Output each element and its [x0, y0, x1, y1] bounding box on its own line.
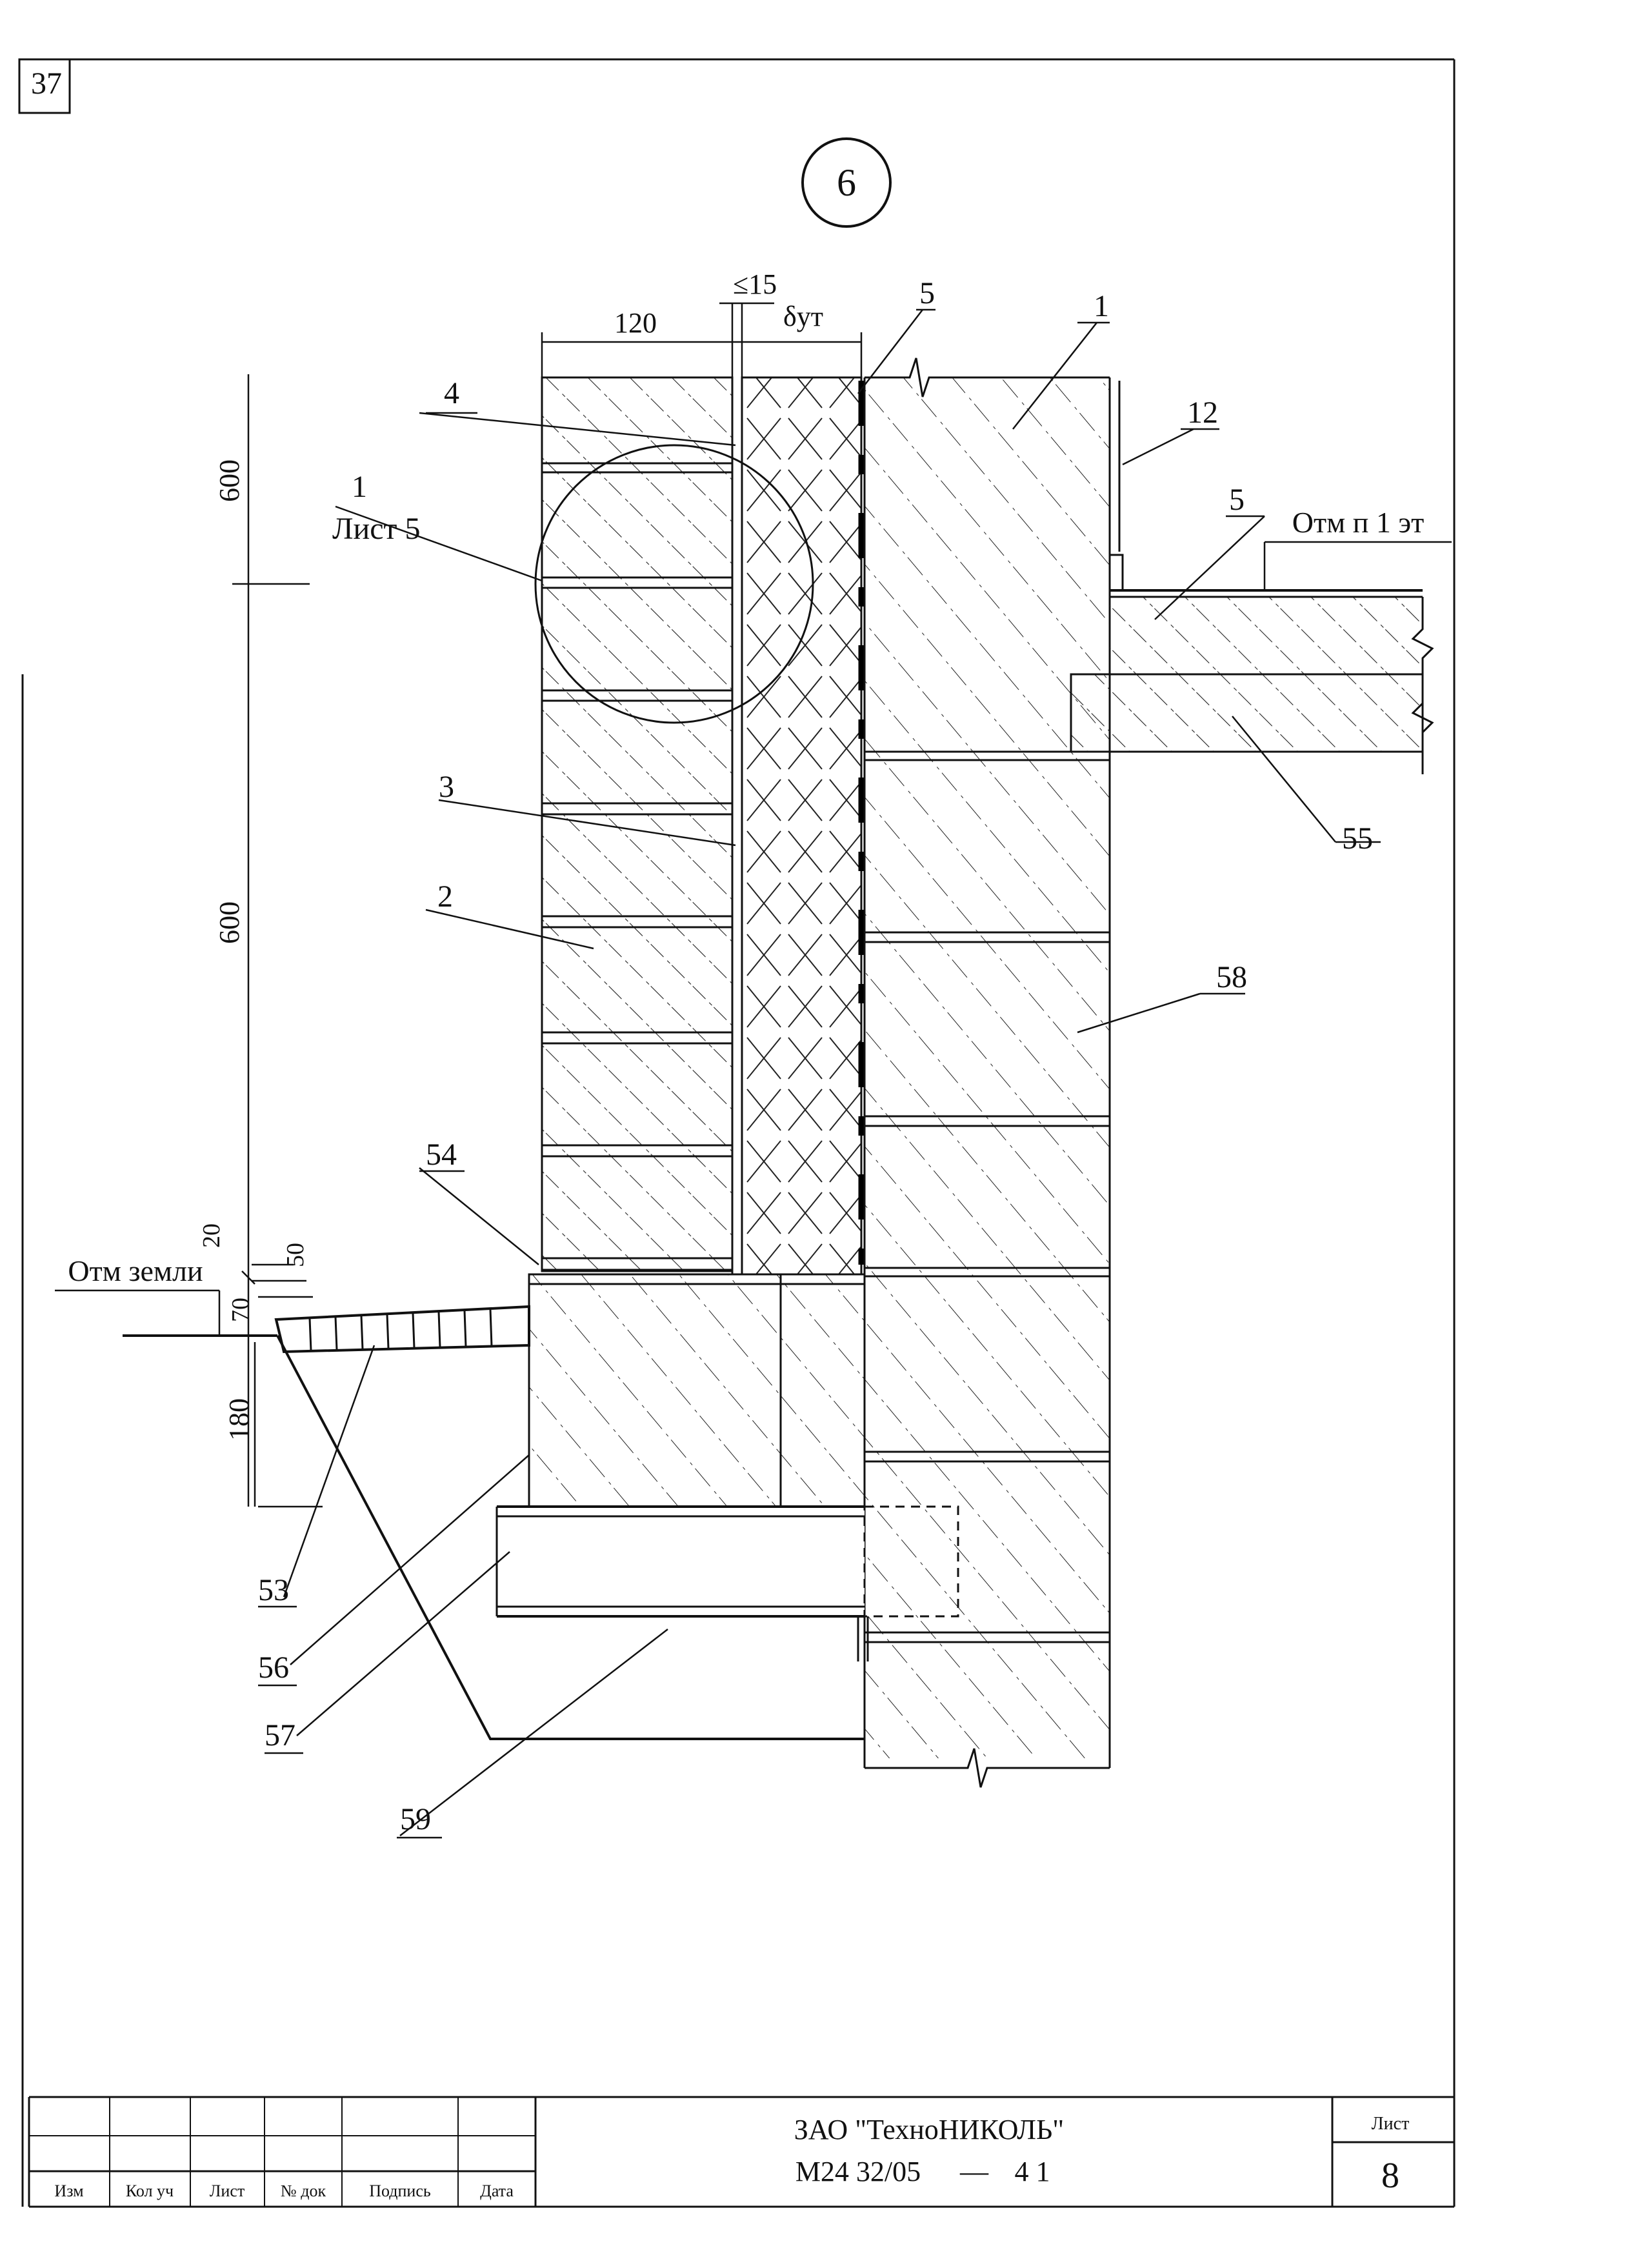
callout-2: 2: [437, 879, 453, 914]
tb-doc-code: М24 32/05: [795, 2156, 921, 2187]
page-number: 37: [31, 66, 62, 101]
callout-5-top: 5: [919, 276, 935, 310]
dim-50: 50: [282, 1243, 309, 1267]
callout-54: 54: [426, 1138, 457, 1172]
foundation-block: [528, 1273, 866, 1508]
dim-180: 180: [223, 1398, 255, 1441]
level-ground-label: Отм земли: [68, 1254, 203, 1287]
dim-120: 120: [614, 307, 657, 339]
inner-masonry-wall: [863, 357, 1111, 1788]
dim-70: 70: [227, 1298, 254, 1322]
facing-brick-wall: [541, 376, 734, 1272]
dim-600-top: 600: [214, 459, 245, 502]
dim-15: ≤15: [733, 268, 777, 300]
callout-1: 1: [352, 470, 367, 504]
callout-1-wall: 1: [1094, 289, 1109, 323]
callout-3: 3: [439, 770, 454, 804]
dim-600-mid: 600: [214, 901, 245, 944]
blind-area-paving: [274, 1305, 530, 1354]
floor-slab: [1108, 381, 1434, 676]
tb-sheet-label: Лист: [1372, 2114, 1410, 2134]
dim-insulation: δут: [783, 301, 823, 332]
detail-marker-label: 6: [837, 161, 856, 204]
detail-marker-circle: [801, 137, 892, 228]
callout-56: 56: [258, 1651, 289, 1685]
tb-col-list: Лист: [210, 2182, 245, 2200]
tb-col-data: Дата: [480, 2182, 514, 2200]
reinforced-concrete-slab: [1070, 673, 1434, 774]
tb-col-podpis: Подпись: [369, 2182, 431, 2200]
tb-company: ЗАО "ТехноНИКОЛЬ": [794, 2114, 1065, 2145]
callout-5-slab: 5: [1229, 483, 1245, 517]
callout-57: 57: [265, 1718, 295, 1752]
callout-4: 4: [444, 376, 459, 410]
leader-lines: [283, 308, 1381, 1836]
steel-beam: [495, 1505, 959, 1661]
dimension-lines: [55, 302, 1452, 1508]
tb-col-kol: Кол уч: [126, 2182, 174, 2200]
tb-dash: —: [959, 2156, 989, 2187]
detail-reference-circle: [534, 444, 814, 724]
callout-1-sheet: Лист 5: [332, 512, 421, 546]
level-floor1-label: Отм п 1 эт: [1292, 506, 1424, 539]
callout-58: 58: [1216, 960, 1247, 994]
title-block: [28, 2096, 1454, 2207]
callout-53: 53: [258, 1573, 289, 1607]
callout-55: 55: [1342, 821, 1373, 856]
dim-20: 20: [198, 1223, 225, 1248]
tb-doc-suffix: 4 1: [1015, 2156, 1050, 2187]
soil-excavation-outline: [276, 1335, 865, 1740]
sheet-frame: [21, 58, 1456, 2208]
tb-col-izm: Изм: [54, 2182, 83, 2200]
tb-col-ndok: № док: [281, 2182, 326, 2200]
callout-59: 59: [400, 1802, 431, 1836]
callout-12: 12: [1187, 396, 1218, 430]
insulation-layer: [741, 376, 863, 1276]
tb-sheet-number: 8: [1381, 2156, 1399, 2196]
callout-underlines: [258, 412, 477, 1839]
page-number-box: [18, 58, 71, 114]
